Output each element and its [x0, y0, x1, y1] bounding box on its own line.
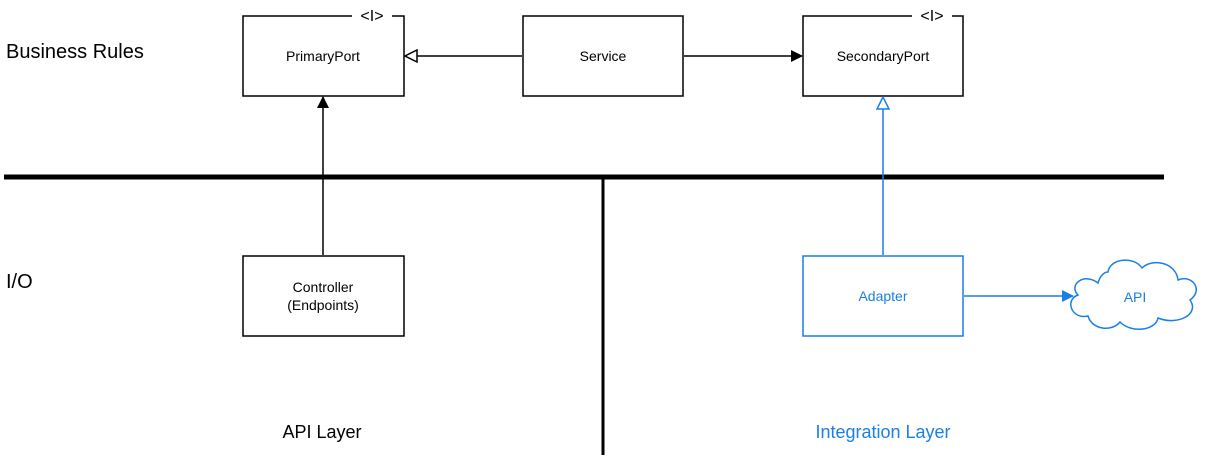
api-cloud-node[interactable]: API [1070, 259, 1197, 330]
adapter-label: Adapter [858, 288, 907, 304]
controller-label: Controller [293, 279, 354, 295]
integration-layer-label: Integration Layer [815, 422, 950, 442]
adapter-node[interactable]: Adapter [802, 255, 964, 337]
api-cloud-label: API [1124, 289, 1147, 305]
primary-port-label: PrimaryPort [286, 48, 360, 64]
io-label: I/O [6, 271, 33, 293]
api-layer-label: API Layer [282, 422, 361, 442]
stereotype-cutout [912, 8, 952, 22]
primary-port-stereotype: <I> [360, 8, 383, 25]
controller-endpoints-label: (Endpoints) [287, 297, 359, 313]
business-rules-label: Business Rules [6, 41, 144, 63]
controller-node[interactable]: Controller (Endpoints) [242, 255, 405, 337]
primary-port-node[interactable]: <I> PrimaryPort [242, 8, 405, 97]
secondary-port-stereotype: <I> [920, 8, 943, 25]
secondary-port-label: SecondaryPort [837, 48, 930, 64]
service-node[interactable]: Service [522, 15, 684, 97]
service-label: Service [580, 48, 627, 64]
secondary-port-node[interactable]: <I> SecondaryPort [802, 8, 964, 97]
cloud-icon [1070, 259, 1197, 330]
stereotype-cutout [352, 8, 392, 22]
